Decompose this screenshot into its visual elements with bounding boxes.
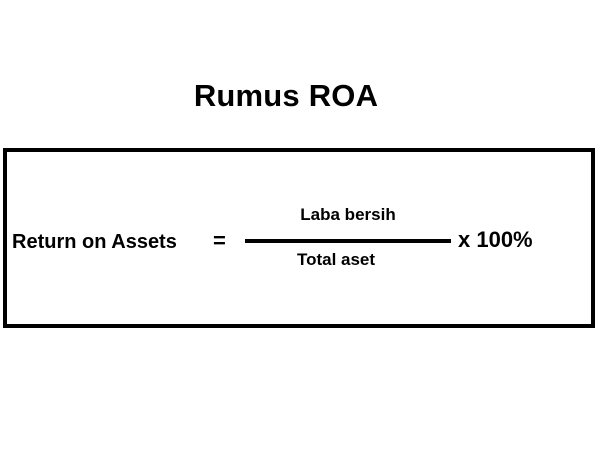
formula-lhs: Return on Assets	[12, 231, 177, 253]
formula-box	[3, 148, 595, 328]
equals-sign: =	[213, 228, 226, 253]
fraction-bar	[245, 239, 451, 243]
page-title: Rumus ROA	[193, 78, 379, 113]
formula-multiplier: x 100%	[458, 227, 533, 252]
fraction-denominator: Total aset	[296, 250, 376, 269]
fraction-numerator: Laba bersih	[300, 205, 396, 224]
